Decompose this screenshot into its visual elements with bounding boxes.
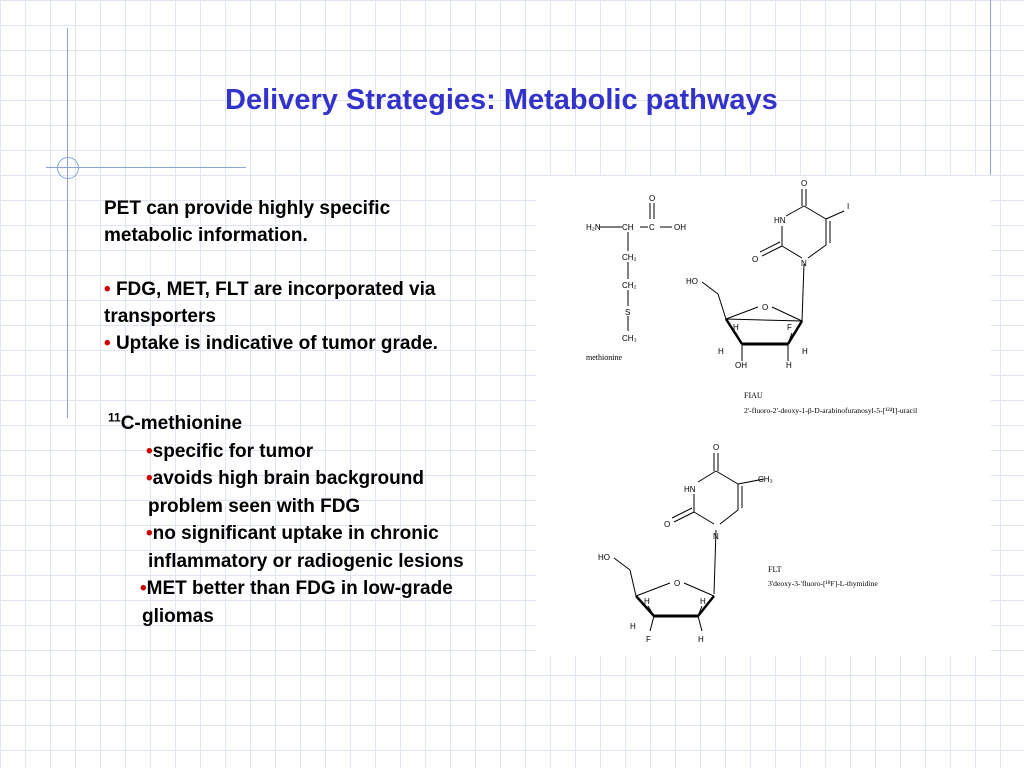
- met-outer-bullet: •MET better than FDG in low-grade: [108, 575, 538, 603]
- methionine-text-block: 11C-methionine •specific for tumor •avoi…: [108, 410, 538, 630]
- bullet-icon: •: [104, 333, 111, 354]
- intro-bullet-1-text: FDG, MET, FLT are incorporated via: [115, 279, 436, 300]
- rule-circle-ornament: [57, 157, 79, 179]
- methionine-atom-label: H₂N: [586, 223, 601, 232]
- met-item-1-text: specific for tumor: [152, 440, 314, 462]
- met-item-1: •specific for tumor: [108, 438, 538, 466]
- flt-atom-label: H: [700, 597, 706, 606]
- left-vertical-rule: [67, 28, 68, 418]
- methionine-atom-label: O: [649, 194, 655, 203]
- flt-atom-label: H: [644, 597, 650, 606]
- met-item-3: •no significant uptake in chronic: [108, 520, 538, 548]
- fiau-caption-name: FIAU: [744, 391, 763, 400]
- methionine-atom-label: CH₂: [622, 253, 637, 262]
- met-item-2: •avoids high brain background: [108, 465, 538, 493]
- met-outer-bullet-cont: gliomas: [142, 605, 214, 627]
- flt-caption-formula: 3'deoxy-3-'fluoro-[¹⁸F]-L-thymidine: [768, 579, 878, 588]
- fiau-atom-label: I: [847, 202, 849, 211]
- fiau-atom-label: H: [786, 361, 792, 370]
- intro-line-1: PET can provide highly specific: [104, 198, 391, 219]
- fiau-atom-label: H: [718, 347, 724, 356]
- methionine-atom-label: CH₃: [622, 334, 637, 343]
- bullet-icon: •: [146, 468, 153, 489]
- flt-caption-name: FLT: [768, 565, 782, 574]
- methionine-heading-text: C-methionine: [120, 413, 243, 434]
- fiau-atom-label: O: [762, 303, 768, 312]
- fiau-atom-label: O: [801, 179, 807, 188]
- met-outer-bullet-text: MET better than FDG in low-grade: [146, 578, 453, 599]
- fiau-atom-label: HN: [774, 216, 786, 225]
- flt-atom-label: CH₃: [758, 475, 773, 484]
- right-vertical-rule: [990, 0, 991, 175]
- intro-bullet-1-cont: transporters: [104, 306, 216, 327]
- flt-atom-label: O: [664, 520, 670, 529]
- methionine-atom-label: CH₂: [622, 281, 637, 290]
- flt-atom-label: HN: [684, 485, 696, 494]
- fiau-caption-formula: 2'-fluoro-2'-deoxy-1-β-D-arabinofuranosy…: [744, 406, 917, 415]
- structures-figure-panel: [536, 176, 991, 656]
- intro-line-2: metabolic information.: [104, 225, 308, 246]
- spacer: [104, 249, 524, 276]
- intro-bullet-2: • Uptake is indicative of tumor grade.: [104, 330, 524, 357]
- fiau-atom-label: N: [801, 259, 807, 268]
- methionine-atom-label: S: [625, 308, 630, 317]
- intro-bullet-2-text: Uptake is indicative of tumor grade.: [115, 333, 438, 354]
- flt-atom-label: F: [646, 635, 651, 644]
- flt-atom-label: H: [630, 622, 636, 631]
- isotope-superscript: 11: [108, 410, 121, 425]
- met-item-3-cont: inflammatory or radiogenic lesions: [148, 550, 464, 572]
- flt-atom-label: H: [698, 635, 704, 644]
- methionine-heading: 11C-methionine: [108, 410, 538, 438]
- bullet-icon: •: [104, 279, 111, 300]
- intro-text-block: PET can provide highly specific metaboli…: [104, 195, 524, 357]
- bullet-icon: •: [146, 523, 153, 544]
- flt-atom-label: O: [713, 443, 719, 452]
- fiau-atom-label: H: [733, 323, 739, 332]
- methionine-atom-label: OH: [674, 223, 686, 232]
- slide-title: Delivery Strategies: Metabolic pathways: [225, 84, 778, 116]
- fiau-atom-label: O: [752, 255, 758, 264]
- left-horizontal-rule: [46, 167, 246, 168]
- flt-atom-label: O: [674, 579, 680, 588]
- met-item-2-text: avoids high brain background: [152, 468, 424, 489]
- fiau-atom-label: OH: [735, 361, 747, 370]
- intro-bullet-1: • FDG, MET, FLT are incorporated via: [104, 276, 524, 303]
- fiau-atom-label: H: [802, 347, 808, 356]
- flt-atom-label: HO: [598, 553, 610, 562]
- met-item-2-cont: problem seen with FDG: [148, 495, 361, 517]
- methionine-atom-label: C: [649, 223, 655, 232]
- chemical-structures-figure: H₂N CH C OH O CH₂ CH₂ S CH₃ methionine O…: [586, 179, 917, 644]
- bullet-icon: •: [140, 578, 147, 599]
- methionine-caption: methionine: [586, 353, 622, 362]
- flt-atom-label: N: [713, 532, 719, 541]
- fiau-atom-label: F: [787, 323, 792, 332]
- bullet-icon: •: [146, 440, 153, 462]
- methionine-atom-label: CH: [622, 223, 634, 232]
- fiau-atom-label: HO: [686, 277, 698, 286]
- met-item-3-text: no significant uptake in chronic: [152, 523, 439, 544]
